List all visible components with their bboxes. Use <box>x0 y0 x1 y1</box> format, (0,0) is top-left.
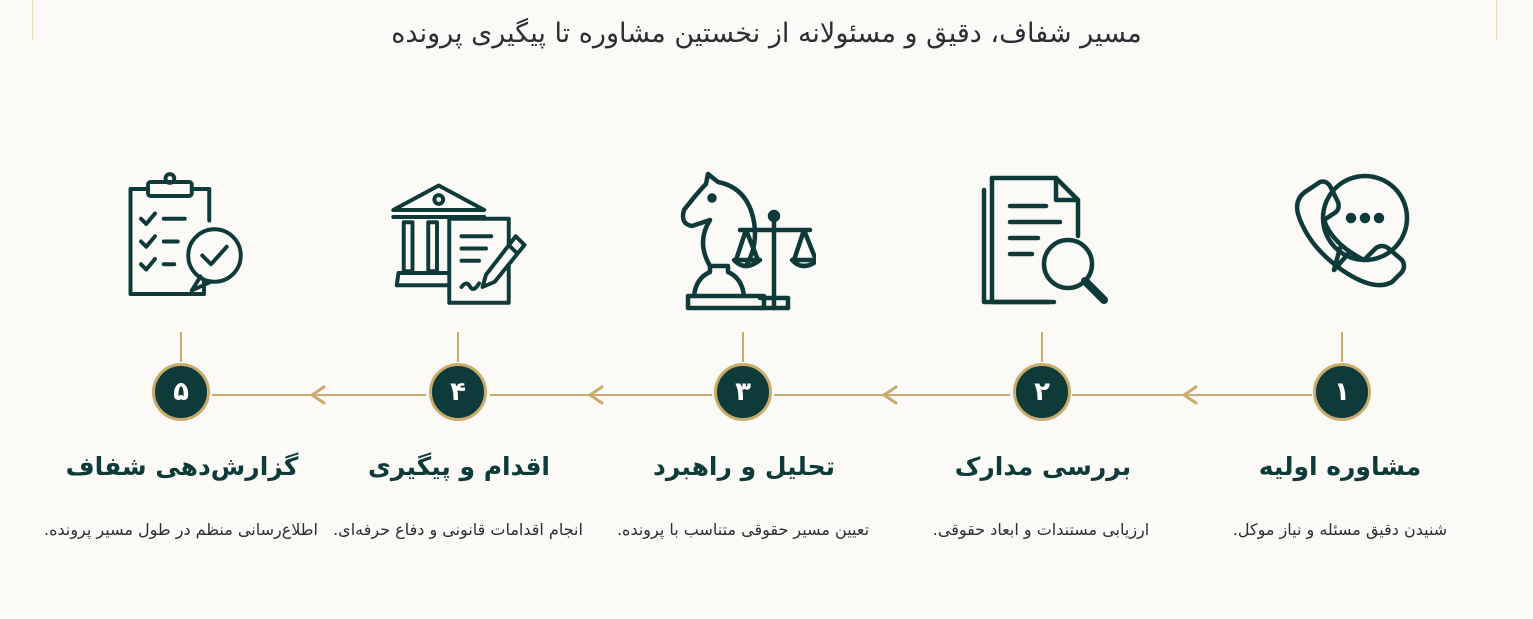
frame-line-right <box>1496 0 1497 40</box>
courthouse-pen-icon <box>391 183 527 305</box>
timeline-line-1 <box>212 394 426 396</box>
clipboard-check-icon <box>128 172 243 296</box>
connector-tick <box>742 332 744 362</box>
arrow-left-icon <box>588 385 604 405</box>
step-description: اطلاع‌رسانی منظم در طول مسیر پرونده. <box>44 520 318 539</box>
connector-tick <box>1041 332 1043 362</box>
step-number-badge: ۲ <box>1013 363 1071 421</box>
timeline-line-2 <box>490 394 712 396</box>
page-title: مسیر شفاف، دقیق و مسئولانه از نخستین مشا… <box>391 18 1142 49</box>
connector-tick <box>457 332 459 362</box>
document-search-icon <box>981 175 1108 305</box>
connector-tick <box>180 332 182 362</box>
step-description: ارزیابی مستندات و ابعاد حقوقی. <box>932 520 1150 539</box>
step-description: تعیین مسیر حقوقی متناسب با پرونده. <box>616 520 870 539</box>
step-number-badge: ۱ <box>1313 363 1371 421</box>
step-number-badge: ۴ <box>429 363 487 421</box>
step-description: انجام اقدامات قانونی و دفاع حرفه‌ای. <box>333 520 583 539</box>
step-number-badge: ۳ <box>714 363 772 421</box>
timeline-line-4 <box>1072 394 1312 396</box>
step-title: گزارش‌دهی شفاف <box>65 452 299 481</box>
arrow-left-icon <box>1182 385 1198 405</box>
connector-tick <box>1341 332 1343 362</box>
step-title: اقدام و پیگیری <box>367 452 551 481</box>
arrow-left-icon <box>882 385 898 405</box>
phone-chat-icon <box>1294 173 1410 288</box>
step-title: تحلیل و راهبرد <box>653 452 835 481</box>
frame-line-left <box>32 0 33 40</box>
step-description: شنیدن دقیق مسئله و نیاز موکل. <box>1232 520 1448 539</box>
timeline-line-3 <box>774 394 1010 396</box>
step-number-badge: ۵ <box>152 363 210 421</box>
step-title: مشاوره اولیه <box>1258 452 1422 481</box>
step-title: بررسی مدارک <box>954 452 1132 481</box>
knight-scales-icon <box>680 171 816 311</box>
arrow-left-icon <box>310 385 326 405</box>
